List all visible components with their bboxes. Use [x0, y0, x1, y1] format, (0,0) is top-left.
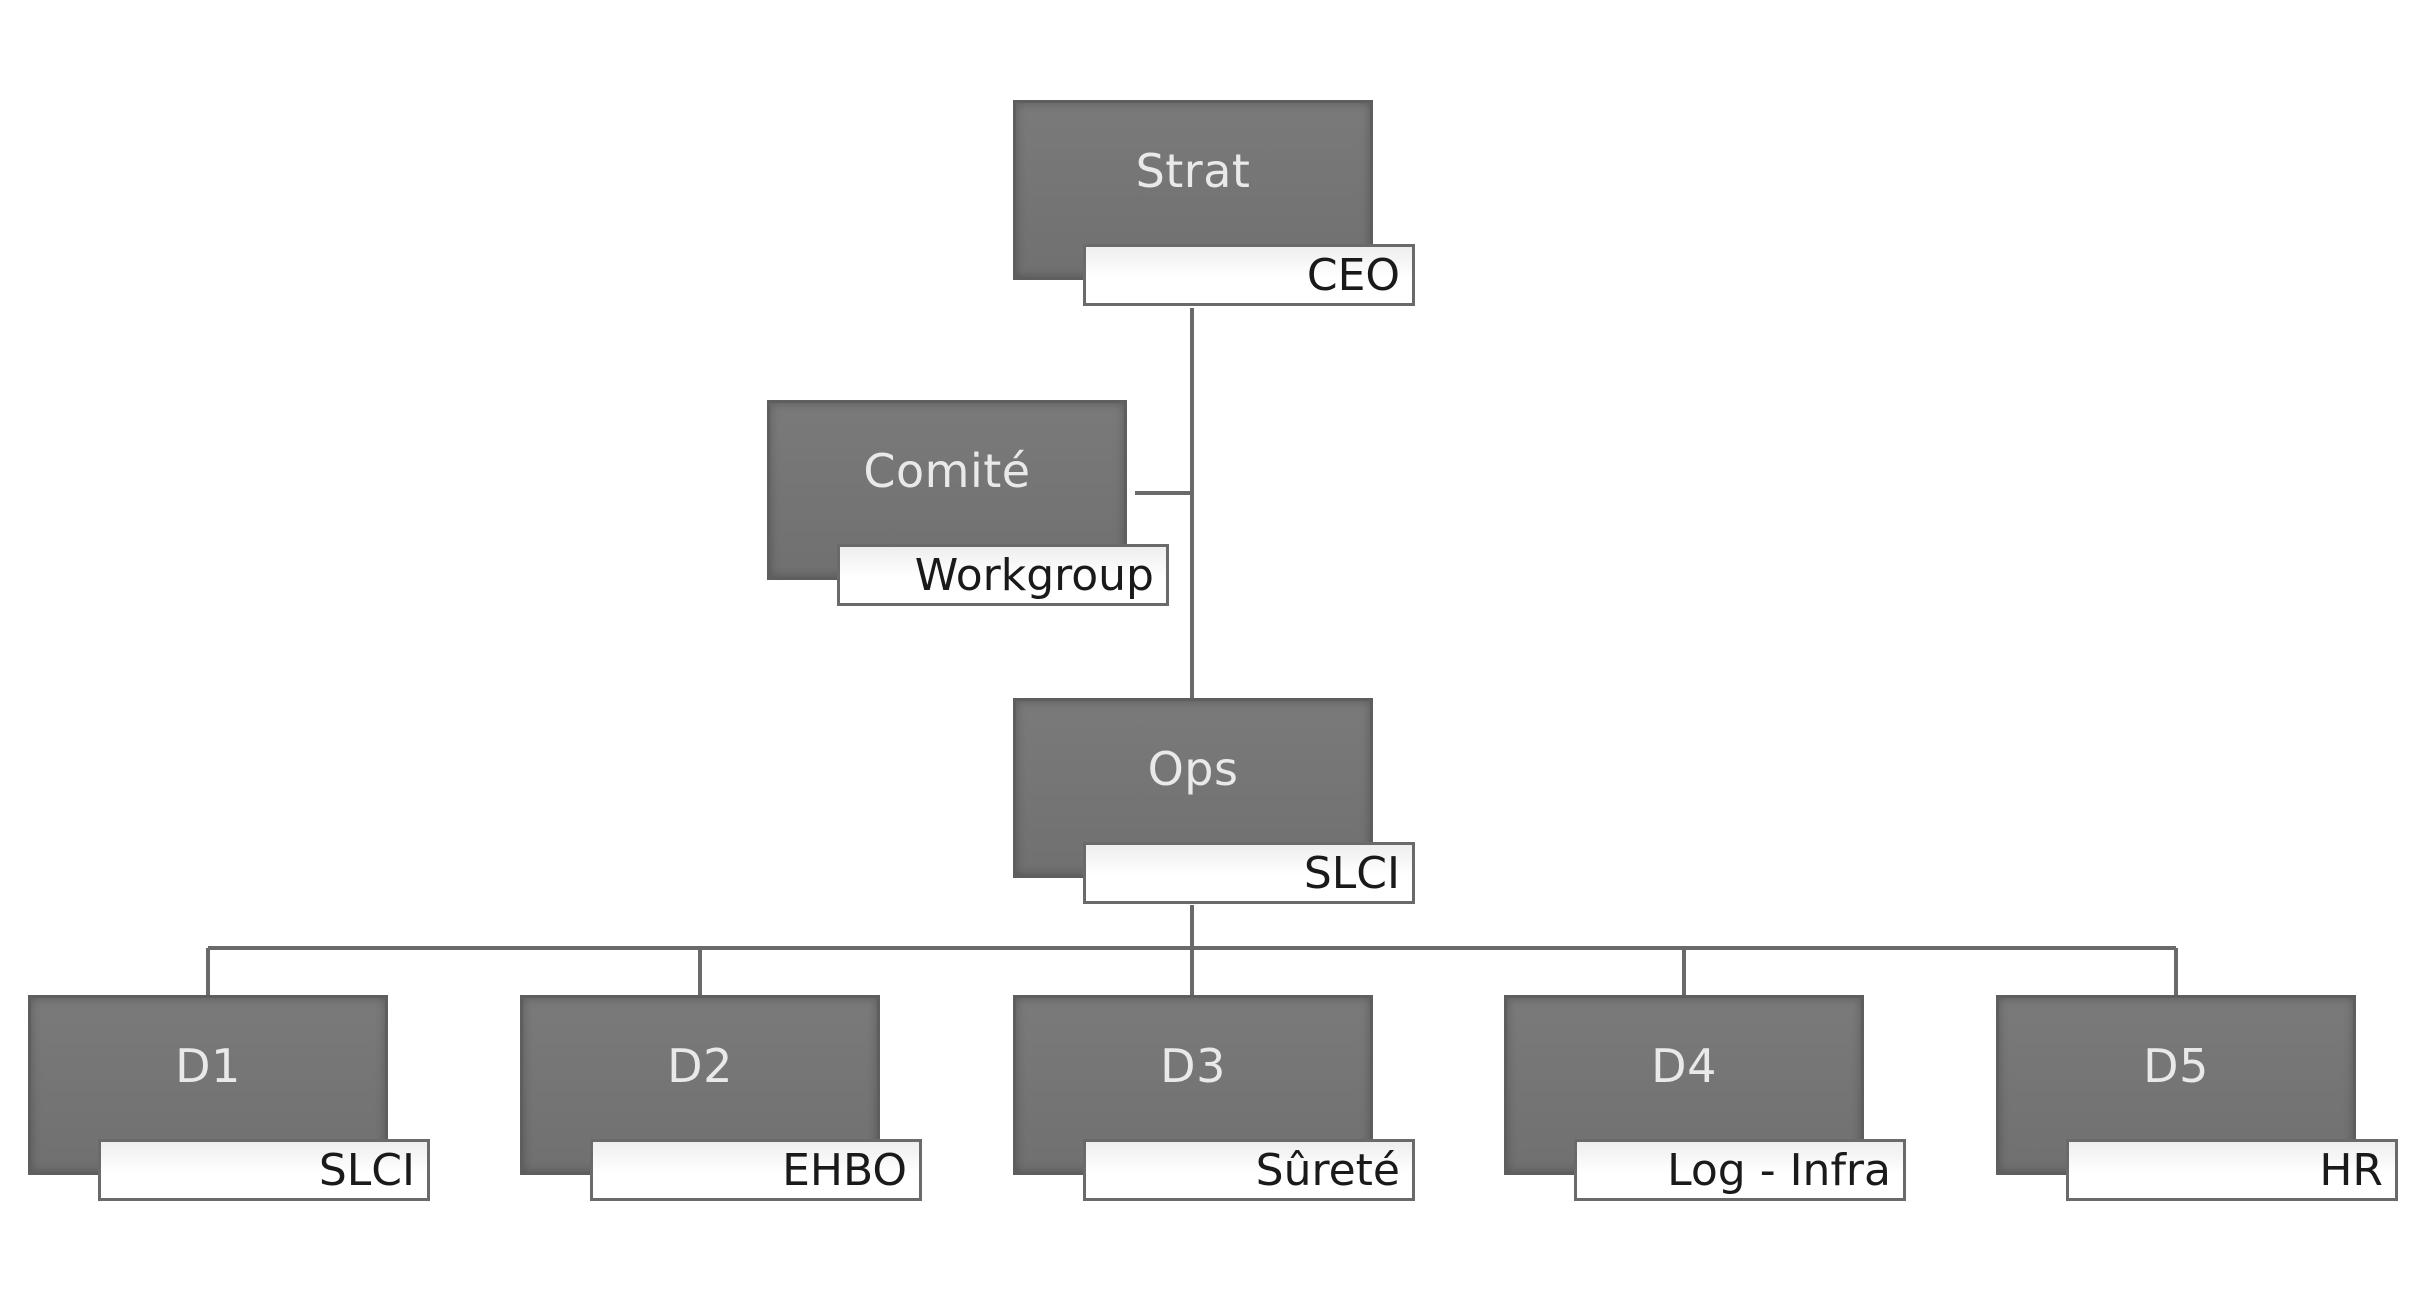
node-strat[interactable]: Strat CEO [1013, 100, 1415, 310]
node-comite-title: Comité [863, 444, 1031, 498]
node-d1-title: D1 [175, 1039, 241, 1093]
node-ops[interactable]: Ops SLCI [1013, 698, 1415, 908]
node-strat-subtitle: CEO [1083, 244, 1415, 306]
node-ops-subtitle: SLCI [1083, 842, 1415, 904]
node-d2[interactable]: D2 EHBO [520, 995, 922, 1205]
node-d3-subtitle: Sûreté [1083, 1139, 1415, 1201]
node-d2-title: D2 [667, 1039, 733, 1093]
node-d1-subtitle: SLCI [98, 1139, 430, 1201]
node-d5-subtitle: HR [2066, 1139, 2398, 1201]
node-strat-title: Strat [1135, 144, 1251, 198]
node-d5[interactable]: D5 HR [1996, 995, 2398, 1205]
node-d4-title: D4 [1651, 1039, 1717, 1093]
node-d3[interactable]: D3 Sûreté [1013, 995, 1415, 1205]
node-ops-title: Ops [1147, 742, 1239, 796]
node-comite-subtitle: Workgroup [837, 544, 1169, 606]
node-d1[interactable]: D1 SLCI [28, 995, 430, 1205]
node-d5-title: D5 [2143, 1039, 2209, 1093]
node-comite[interactable]: Comité Workgroup [767, 400, 1169, 610]
node-d3-title: D3 [1160, 1039, 1226, 1093]
node-d4-subtitle: Log - Infra [1574, 1139, 1906, 1201]
node-d4[interactable]: D4 Log - Infra [1504, 995, 1906, 1205]
node-d2-subtitle: EHBO [590, 1139, 922, 1201]
